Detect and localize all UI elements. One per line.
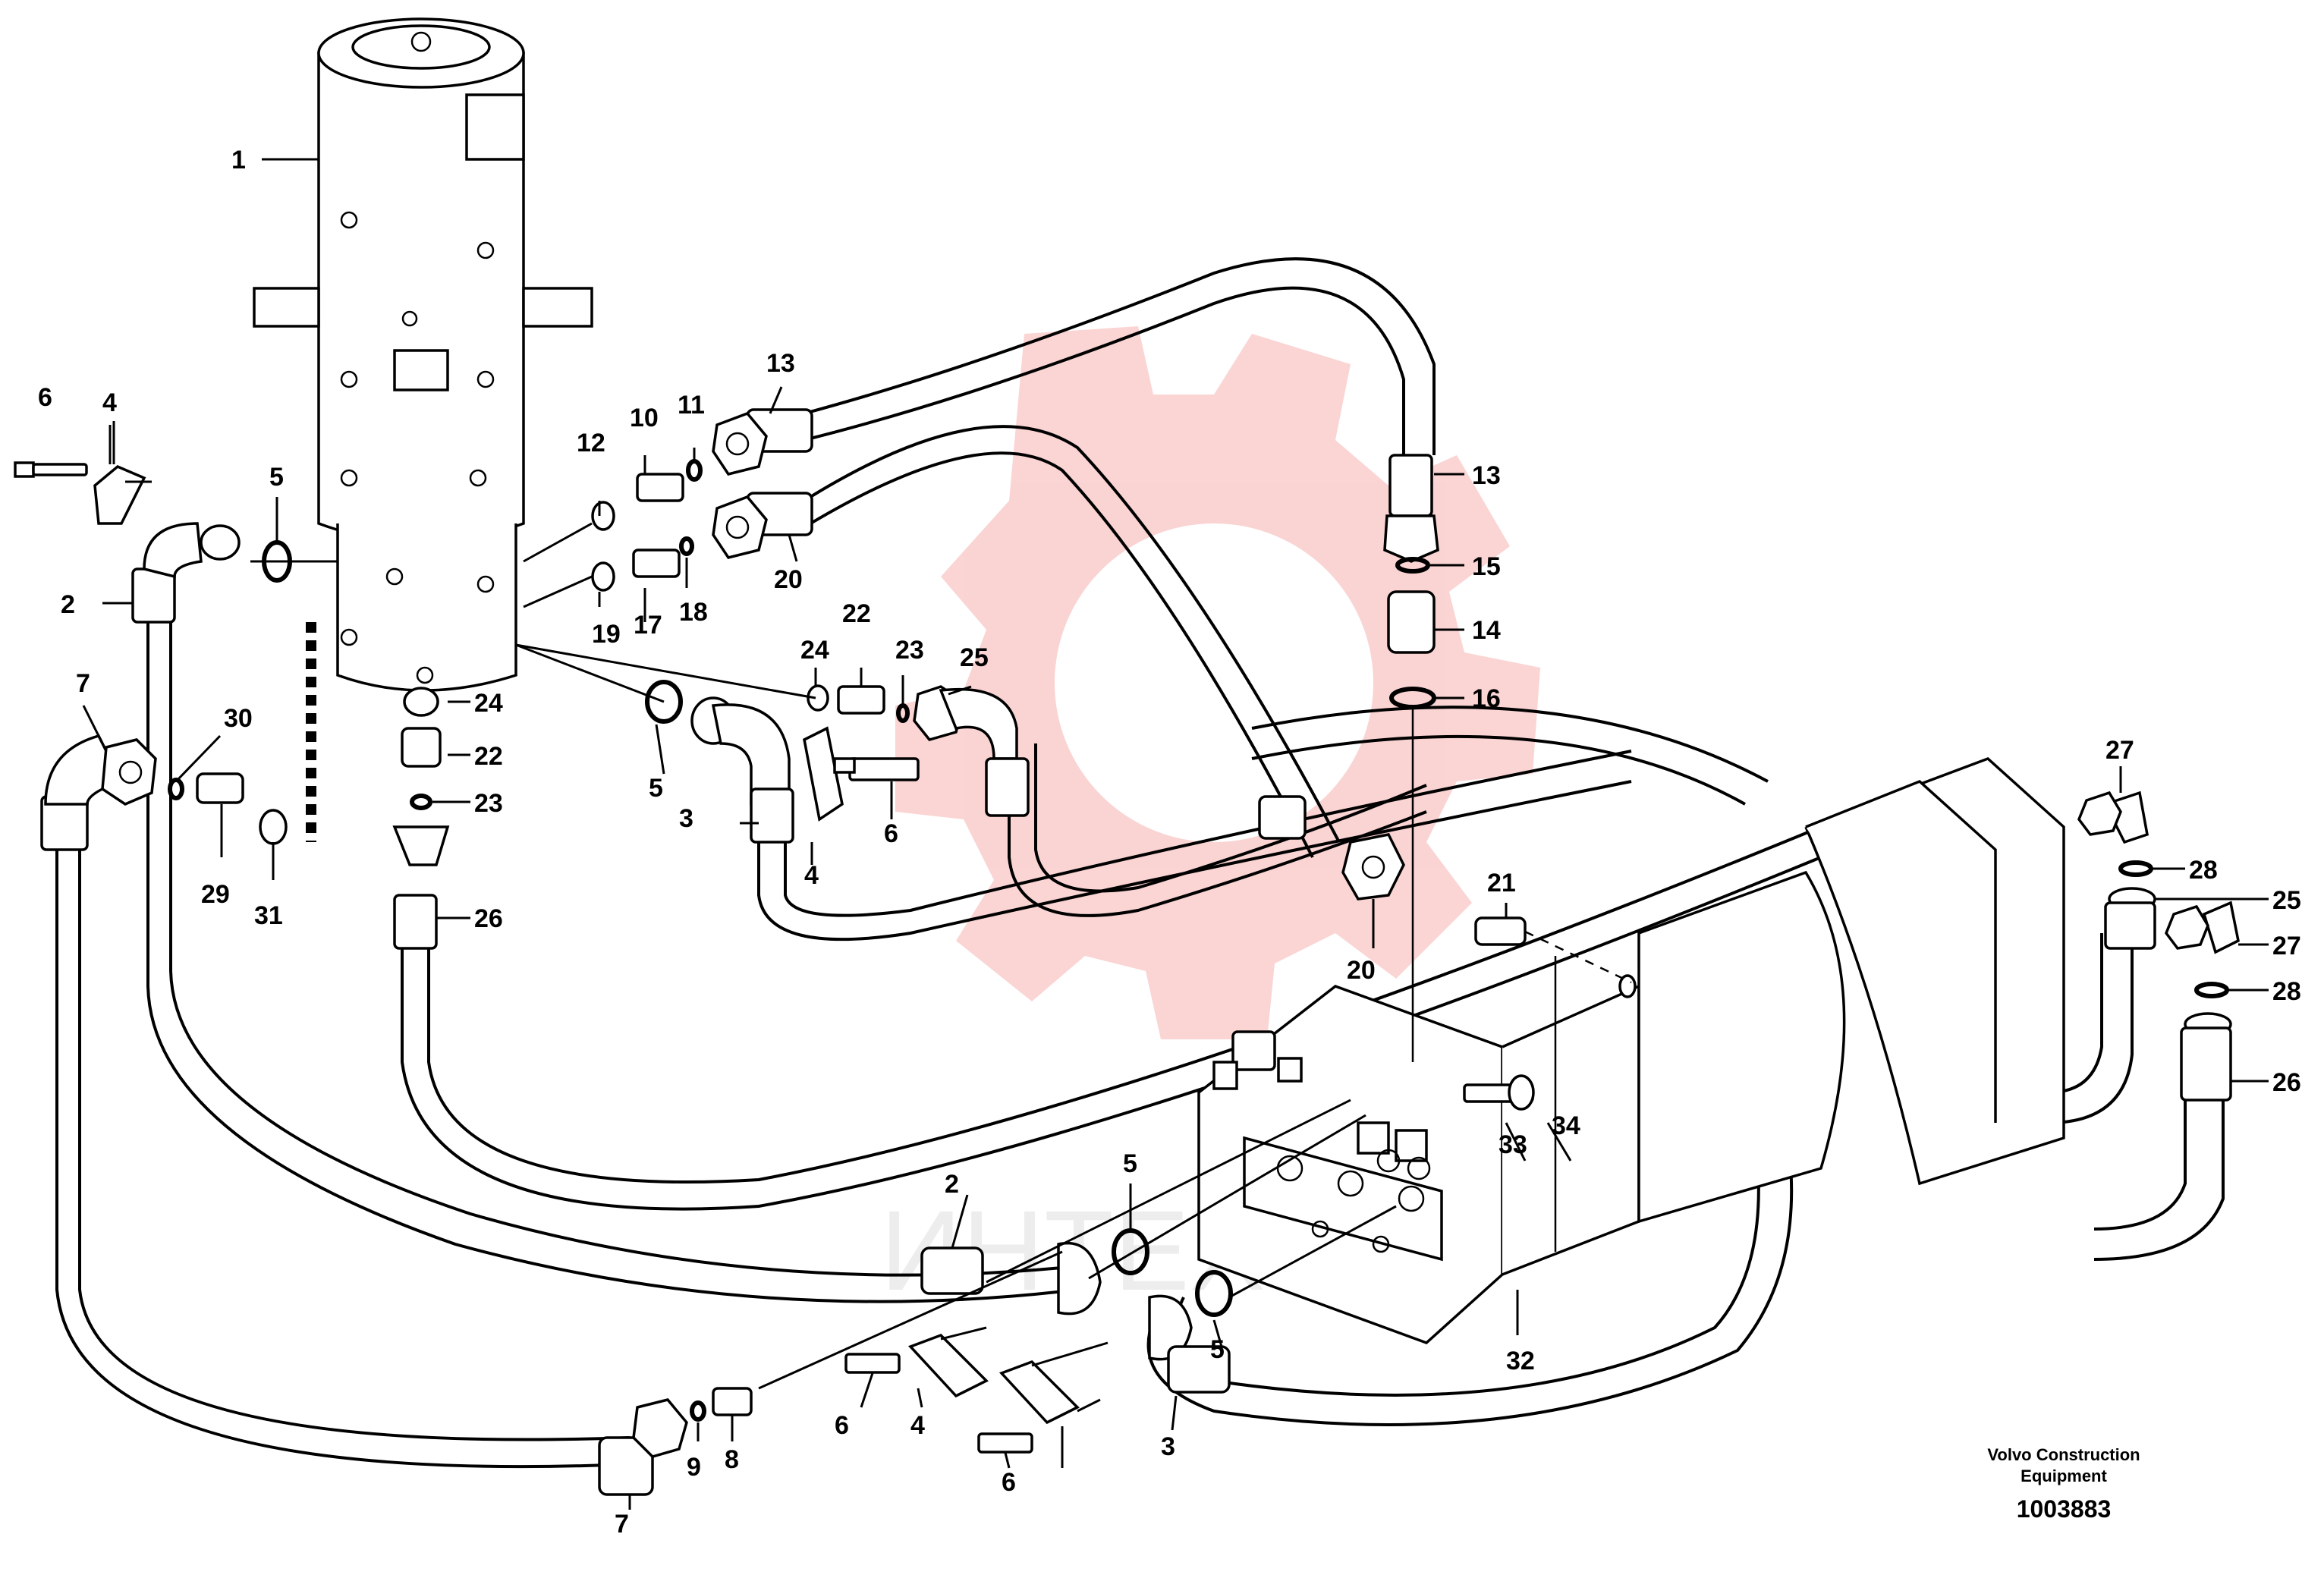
callout-label: 21 [1487,869,1516,897]
callout-label: 5 [1123,1149,1137,1178]
callout-label: 17 [634,611,662,640]
callout-label: 4 [910,1411,925,1440]
callout-label: 3 [1161,1432,1175,1461]
callout-label: 2 [945,1170,959,1199]
callout-label: 4 [804,861,819,890]
callout-label: 23 [895,636,924,665]
callout-label: 6 [1002,1468,1016,1497]
callout-label: 30 [224,704,253,733]
callout-label: 11 [678,391,705,420]
callout-label: 19 [592,620,621,649]
callout-label: 5 [269,463,284,492]
fittings [14,408,2240,1496]
callout-label: 32 [1506,1347,1535,1375]
callout-label: 27 [2105,736,2134,765]
callout-label: 7 [76,669,90,698]
callout-label: 20 [774,565,803,594]
callout-label: 16 [1472,684,1501,713]
document-number: 1003883 [2017,1495,2112,1523]
callout-label: 33 [1498,1130,1527,1159]
callout-label: 4 [102,388,117,417]
callout-labels: 1 2 2 3 3 4 4 4 5 5 5 5 6 6 6 6 7 7 8 9 … [38,146,2301,1539]
callout-label: 28 [2189,856,2218,885]
callout-label: 22 [842,599,871,628]
callout-label: 7 [615,1510,629,1539]
callout-label: 28 [2272,977,2301,1006]
callout-label: 24 [800,636,829,665]
callout-label: 12 [577,429,605,457]
callout-label: 18 [679,598,708,627]
callout-label: 20 [1347,956,1376,985]
callout-label: 9 [687,1453,701,1482]
callout-label: 10 [630,404,659,432]
callout-label: 26 [474,904,503,933]
callout-label: 8 [725,1445,739,1474]
caption-brand-line1: Volvo Construction [1987,1445,2140,1464]
callout-label: 25 [2272,886,2301,915]
callout-label: 3 [679,804,693,833]
figure-caption: Volvo Construction Equipment 1003883 [1987,1445,2140,1523]
callout-label: 6 [835,1411,849,1440]
callout-label: 25 [960,643,989,672]
callout-label: 26 [2272,1068,2301,1097]
callout-label: 14 [1472,616,1501,645]
callout-label: 34 [1552,1111,1580,1140]
callout-label: 29 [201,880,230,909]
callout-label: 22 [474,742,503,771]
callout-label: 13 [766,349,795,378]
callout-label: 15 [1472,552,1501,581]
callout-label: 6 [884,819,898,848]
caption-brand-line2: Equipment [2021,1466,2107,1485]
callout-label: 31 [254,901,283,930]
callout-label: 23 [474,789,503,818]
callout-label: 13 [1472,461,1501,490]
callout-label: 27 [2272,932,2301,960]
leader-lines [82,158,2269,1510]
callout-label: 6 [38,383,52,412]
swivel-joint [253,17,593,692]
callout-label: 5 [1210,1335,1225,1364]
hydraulic-pump [1197,756,2065,1345]
callout-label: 2 [61,590,75,619]
callout-label: 5 [649,774,663,803]
callout-label: 1 [231,146,246,174]
callout-label: 24 [474,689,503,718]
